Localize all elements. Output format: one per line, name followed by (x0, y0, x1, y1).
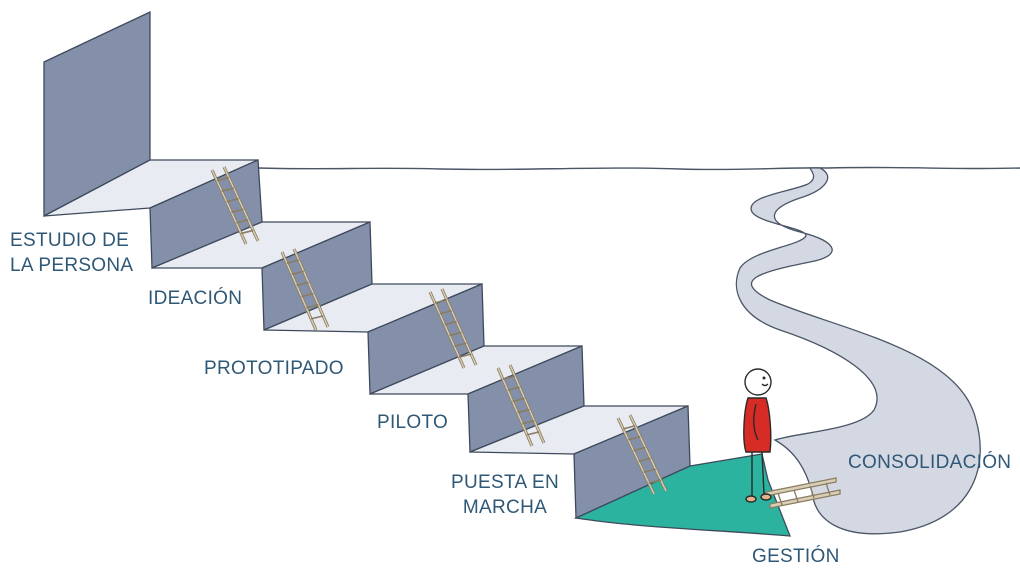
ladder-icon (280, 248, 330, 331)
ladder-icon (210, 166, 260, 245)
figure-shirt (743, 397, 772, 453)
ladders (210, 166, 668, 495)
horizon-line (257, 166, 1020, 171)
label-prototipado: PROTOTIPADO (204, 358, 344, 379)
ladder-icon (428, 288, 478, 369)
gestion-ground (573, 453, 791, 537)
winding-road (735, 167, 981, 535)
label-estudio-de-la-persona: ESTUDIO DE LA PERSONA (10, 230, 134, 276)
label-gestion: GESTIÓN (752, 546, 840, 567)
ladder-icon (496, 364, 546, 447)
person-figure (743, 368, 772, 503)
ground-ladder-icon (765, 477, 841, 509)
label-piloto: PILOTO (377, 412, 449, 433)
ladder-icon (616, 414, 668, 495)
label-ideacion: IDEACIÓN (148, 288, 243, 309)
label-consolidacion: CONSOLIDACIÓN (848, 452, 1012, 473)
label-puesta-en-marcha: PUESTA EN MARCHA (451, 472, 559, 518)
